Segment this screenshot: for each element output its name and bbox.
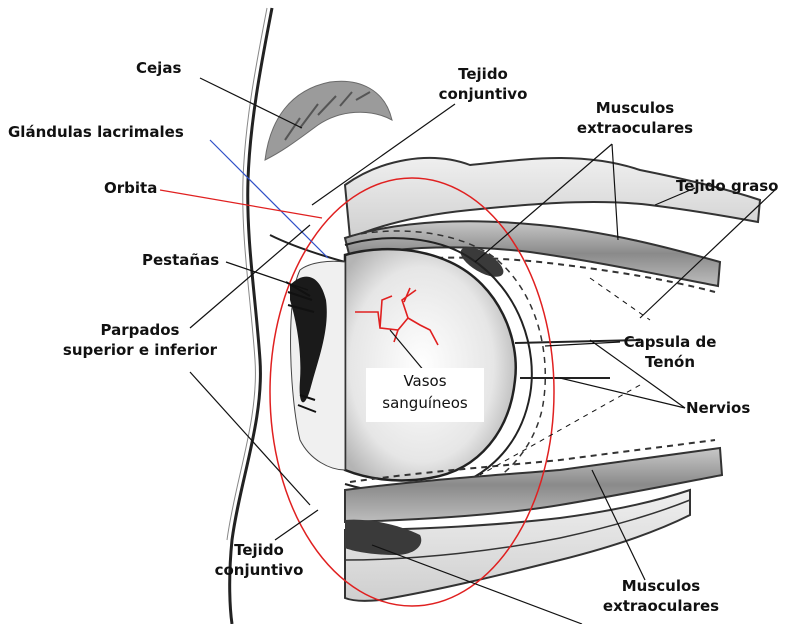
- label-tejido-conjuntivo-top: Tejido conjuntivo: [418, 64, 548, 104]
- eyebrow: [265, 81, 392, 160]
- eyeball: [345, 249, 516, 480]
- label-vasos-line1: Vasos: [366, 370, 484, 392]
- label-tejido-conjuntivo-bottom-line1: Tejido: [194, 540, 324, 560]
- label-parpados-line1: Parpados: [52, 320, 228, 340]
- label-capsula-tenon: Capsula de Tenón: [612, 332, 728, 372]
- label-parpados: Parpados superior e inferior: [52, 320, 228, 360]
- label-vasos-sanguineos: Vasos sanguíneos: [366, 368, 484, 422]
- label-tejido-conjuntivo-top-line1: Tejido: [418, 64, 548, 84]
- leader-parpados-b: [190, 372, 310, 505]
- label-musculos-top-line1: Musculos: [560, 98, 710, 118]
- label-musculos-bottom: Musculos extraoculares: [586, 576, 736, 616]
- leader-nervios-b: [560, 378, 685, 408]
- label-musculos-top-line2: extraoculares: [560, 118, 710, 138]
- label-musculos-bottom-line1: Musculos: [586, 576, 736, 596]
- leader-upper-dash: [590, 278, 650, 320]
- leader-orbita: [160, 190, 322, 218]
- label-cejas: Cejas: [136, 58, 181, 78]
- label-musculos-top: Musculos extraoculares: [560, 98, 710, 138]
- label-vasos-line2: sanguíneos: [366, 392, 484, 414]
- label-tejido-conjuntivo-bottom: Tejido conjuntivo: [194, 540, 324, 580]
- label-musculos-bottom-line2: extraoculares: [586, 596, 736, 616]
- label-tejido-conjuntivo-bottom-line2: conjuntivo: [194, 560, 324, 580]
- label-parpados-line2: superior e inferior: [52, 340, 228, 360]
- label-orbita: Orbita: [104, 178, 157, 198]
- leader-tejido-bottom: [275, 510, 318, 540]
- label-pestanas: Pestañas: [142, 250, 219, 270]
- label-glandulas-lacrimales: Glándulas lacrimales: [8, 122, 184, 142]
- label-capsula-line1: Capsula de: [612, 332, 728, 352]
- label-tejido-conjuntivo-top-line2: conjuntivo: [418, 84, 548, 104]
- label-nervios: Nervios: [686, 398, 750, 418]
- label-capsula-line2: Tenón: [612, 352, 728, 372]
- leader-cejas: [200, 78, 302, 128]
- label-tejido-graso: Tejido graso: [676, 176, 778, 196]
